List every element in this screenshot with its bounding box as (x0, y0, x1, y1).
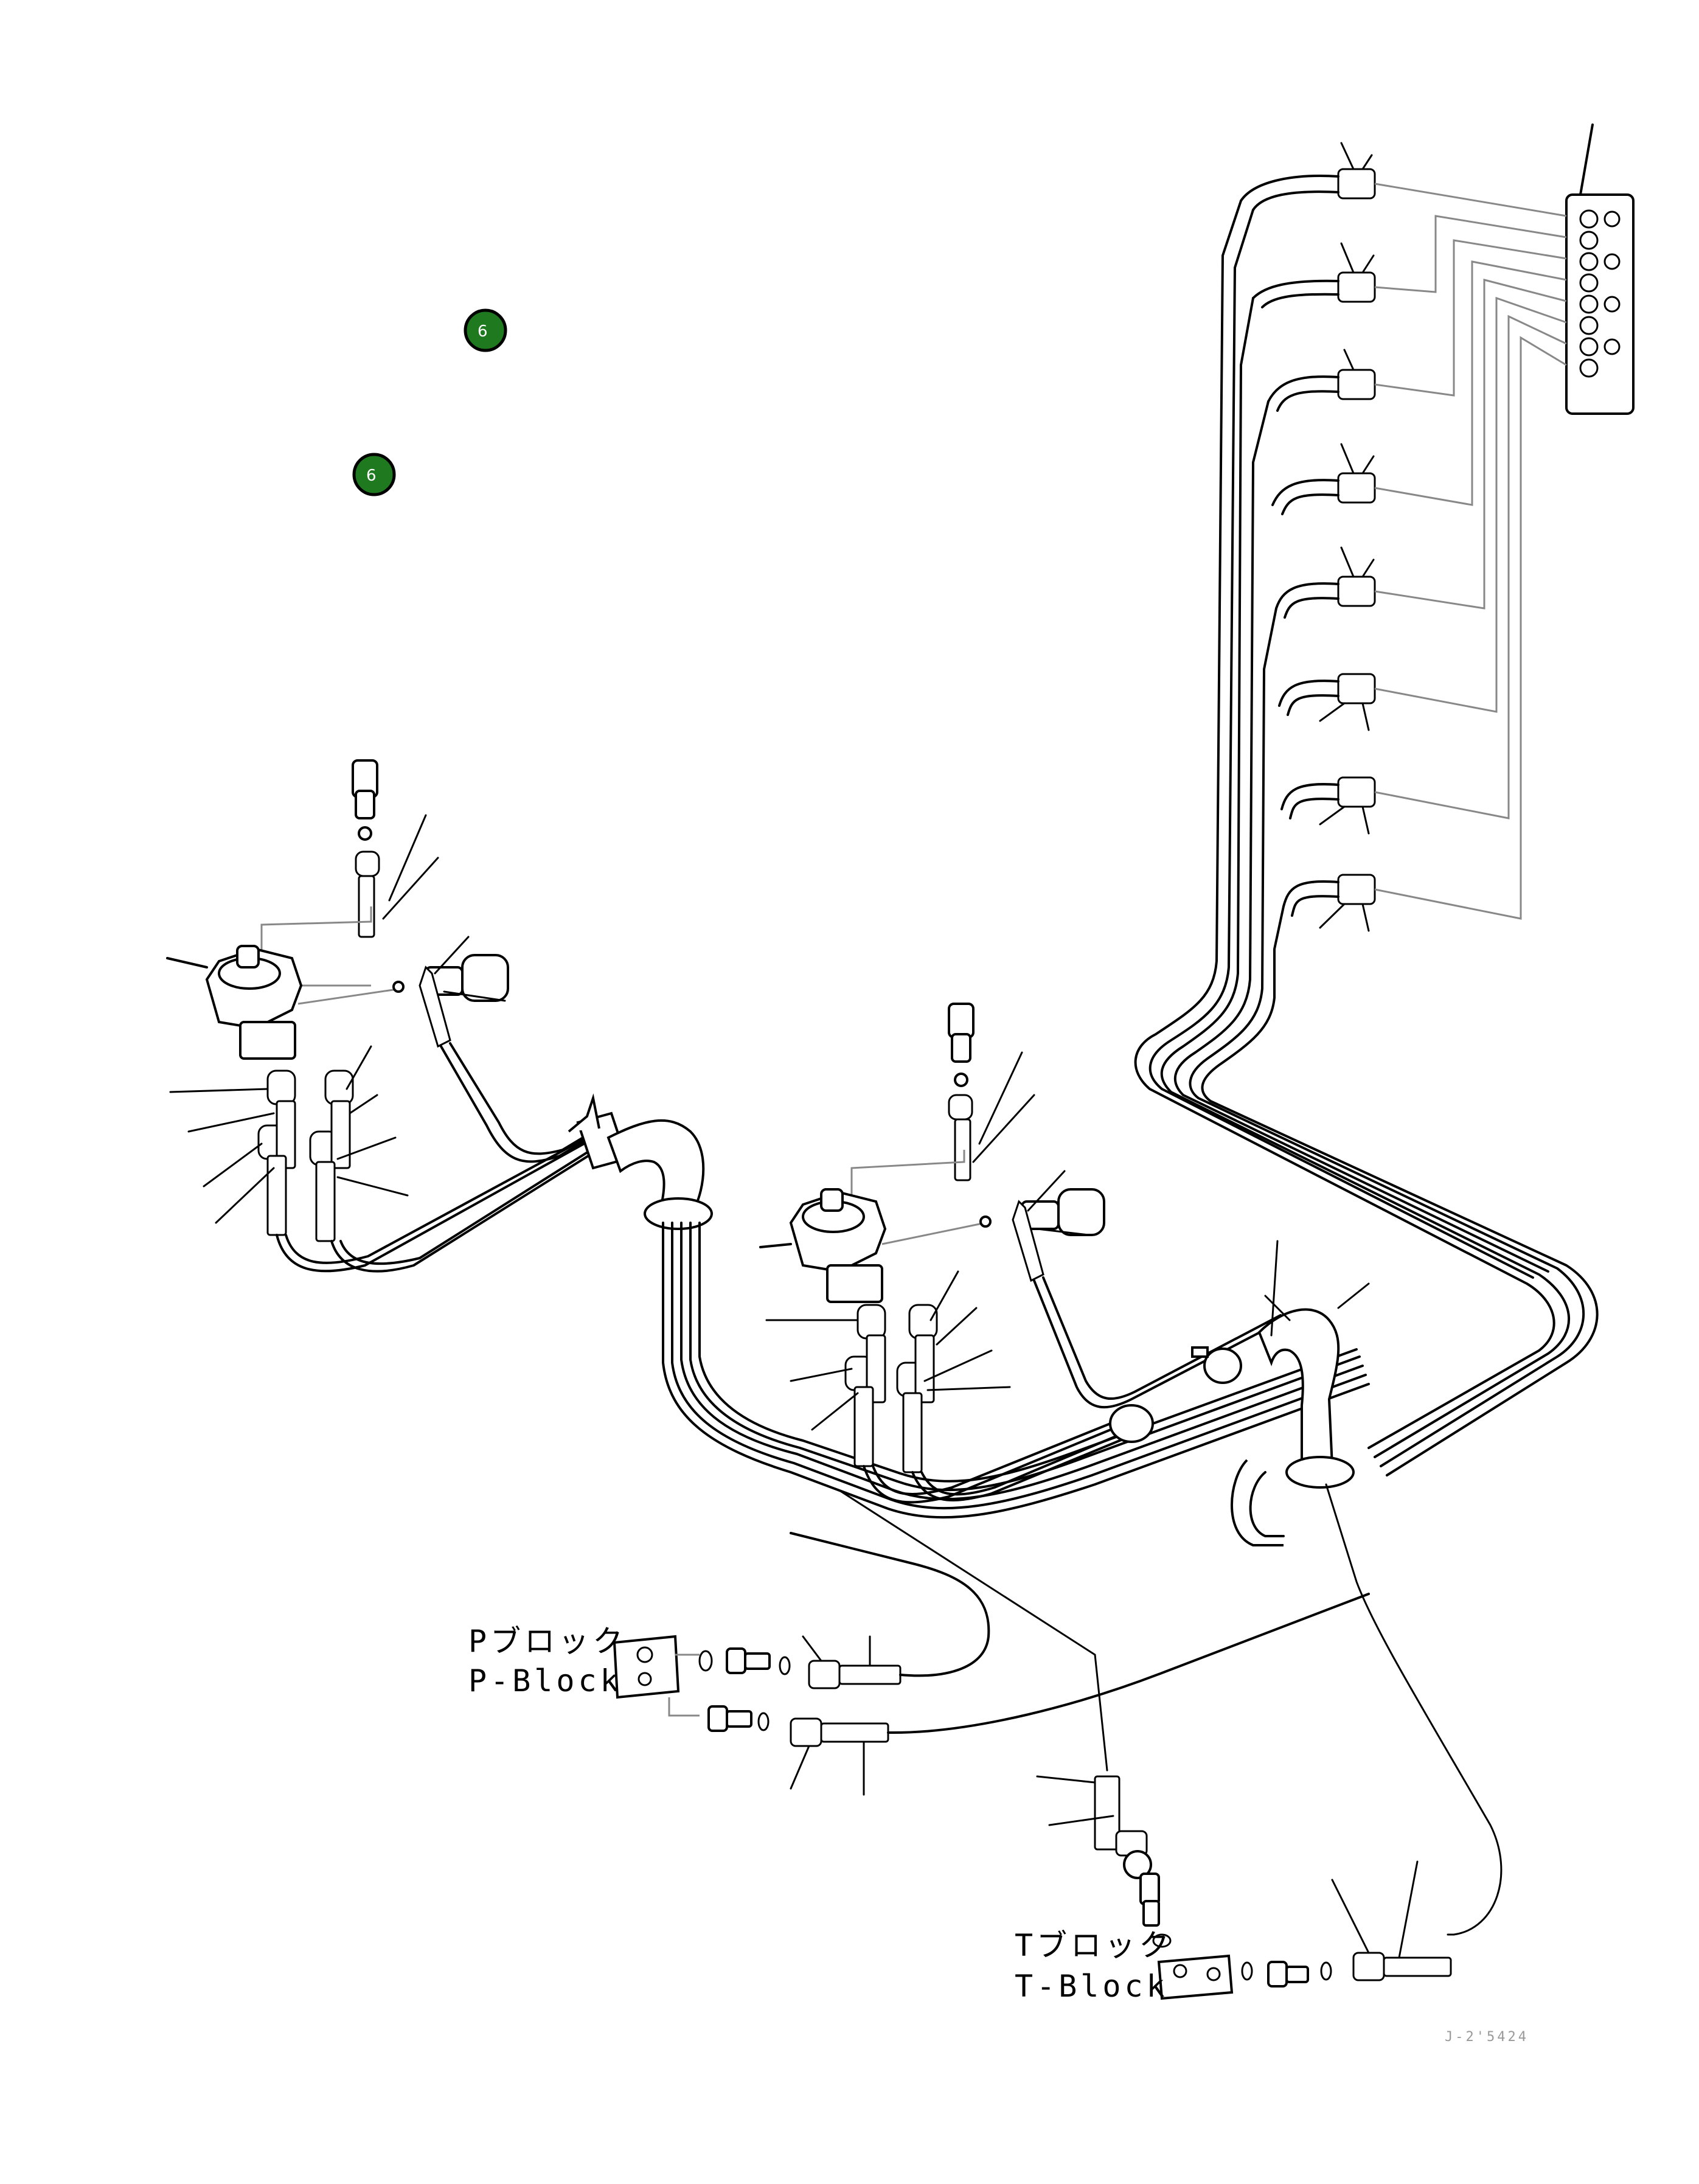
callout-marker[interactable]: 6 (352, 453, 396, 496)
t-block-label-jp: Tブロック (1015, 1928, 1173, 1963)
drawing-code: J-2'5424 (1445, 2029, 1529, 2045)
svg-text:6: 6 (478, 322, 488, 341)
right-hose-fittings (1240, 142, 1567, 932)
p-block (613, 1532, 1370, 1796)
svg-text:6: 6 (366, 467, 377, 485)
right-manifold (1565, 123, 1635, 415)
upper-clamp-elbow (568, 1093, 713, 1230)
callout-marker[interactable]: 6 (464, 308, 507, 352)
p-block-label-jp: Pブロック (468, 1624, 627, 1659)
center-hose-run (863, 1276, 1282, 1504)
t-block (1036, 1775, 1452, 2000)
right-hose-bundle (1134, 200, 1599, 1476)
t-block-label: T-Block (1015, 1969, 1169, 2004)
right-elbow-tube (1231, 1240, 1370, 1546)
middle-clamps (1109, 1346, 1242, 1443)
center-joystick-valve (759, 1003, 1105, 1473)
left-hose-run (276, 1042, 597, 1273)
p-block-label: P-Block (468, 1663, 622, 1699)
long-hose-lines (838, 1483, 1503, 1936)
left-joystick-valve (166, 759, 509, 1242)
